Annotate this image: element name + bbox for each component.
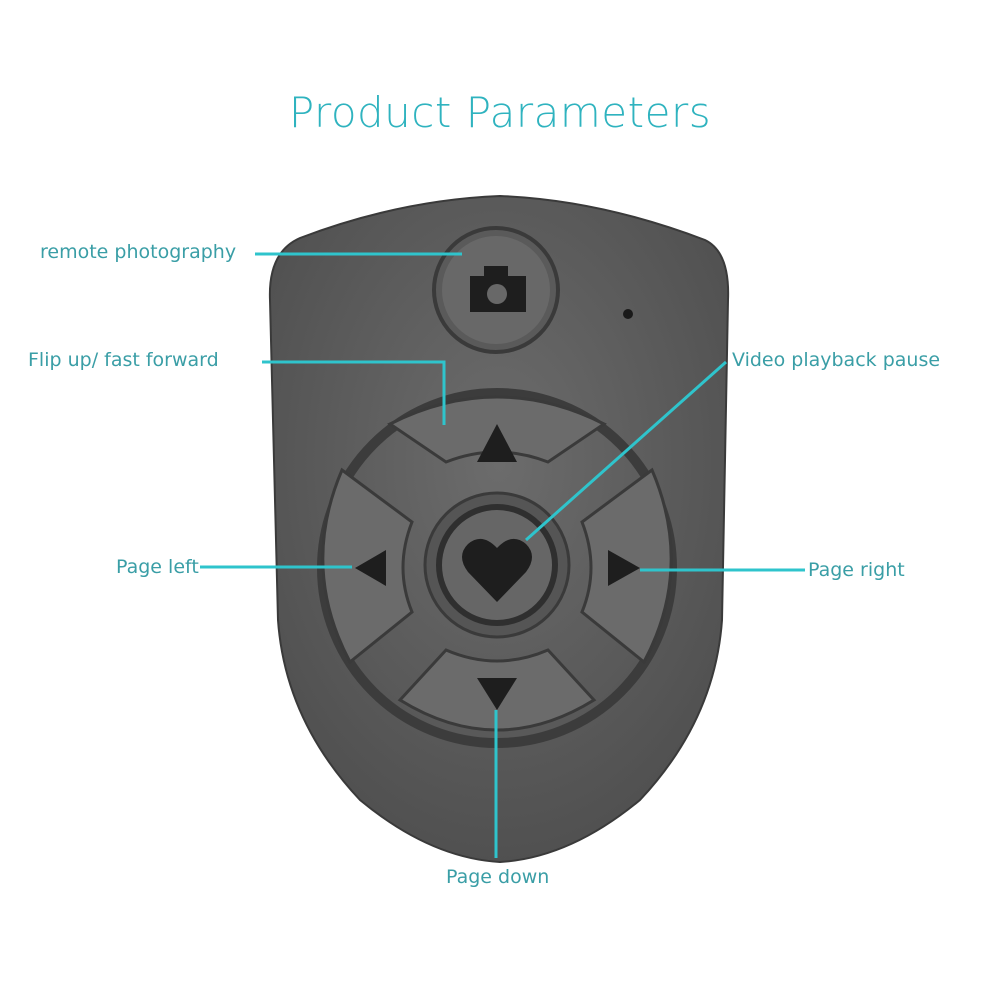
camera-icon xyxy=(470,266,526,312)
label-video-pause: Video playback pause xyxy=(732,349,941,371)
right-button[interactable] xyxy=(580,467,673,665)
label-flip-up: Flip up/ fast forward xyxy=(28,349,219,371)
down-button[interactable] xyxy=(397,648,597,732)
label-remote-photography: remote photography xyxy=(40,241,237,263)
triangle-left-icon xyxy=(355,550,386,586)
page-title: Product Parameters xyxy=(288,88,712,137)
triangle-up-icon xyxy=(477,424,517,462)
label-page-left: Page left xyxy=(116,556,199,578)
label-page-right: Page right xyxy=(808,559,905,581)
label-page-down: Page down xyxy=(446,866,550,888)
left-button[interactable] xyxy=(321,467,414,665)
triangle-down-icon xyxy=(477,678,517,710)
led-dot xyxy=(623,309,633,319)
camera-button[interactable] xyxy=(432,226,560,354)
triangle-right-icon xyxy=(608,550,640,586)
callout-lines xyxy=(200,252,805,858)
heart-icon xyxy=(462,538,532,602)
center-heart-button[interactable] xyxy=(423,491,571,639)
